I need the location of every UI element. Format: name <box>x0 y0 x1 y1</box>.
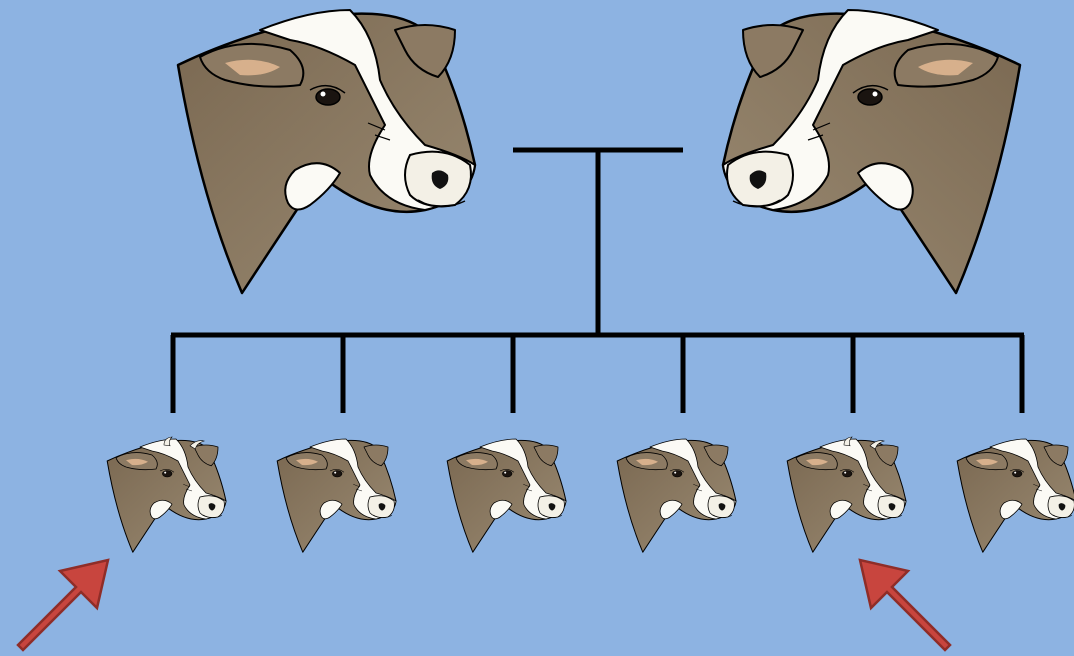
offspring-cow <box>446 438 567 553</box>
offspring-cow-horned <box>106 436 227 553</box>
offspring-cow <box>276 438 397 553</box>
offspring-cow-horned <box>786 436 907 553</box>
offspring-cow <box>956 438 1074 553</box>
arrow-up-right-icon <box>16 558 110 652</box>
arrow-up-left-icon <box>858 558 952 652</box>
offspring-cow <box>616 438 737 553</box>
